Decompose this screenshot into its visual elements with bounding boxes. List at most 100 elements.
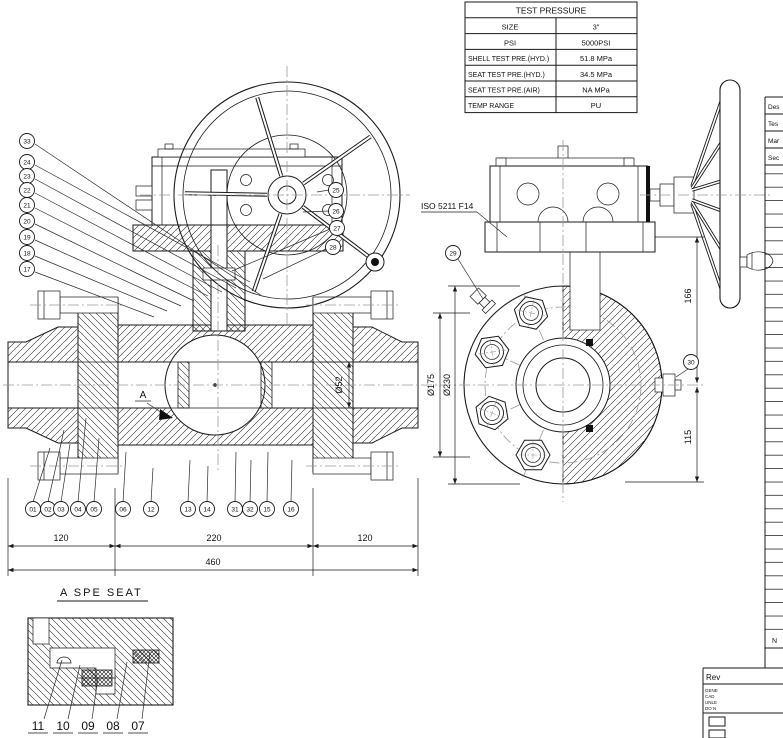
table-value: PU: [591, 101, 601, 110]
title-block-row-label: Mar: [768, 138, 780, 145]
balloon: 20: [19, 213, 35, 229]
balloon: 21: [19, 197, 35, 213]
dim-166: 166: [683, 288, 693, 303]
table-value: 5000PSI: [582, 38, 611, 47]
balloon: 27: [329, 220, 345, 236]
title-block-edge: Des Tes Mar Sec N Rev GENE CAD UNLE DO N: [702, 96, 783, 738]
table-label: PSI: [504, 38, 516, 47]
section-marker: A: [135, 390, 173, 420]
title-block-row-label: Tes: [768, 121, 779, 128]
iso-flange-callout: ISO 5211 F14: [421, 201, 508, 238]
seat-o-ring: [56, 656, 72, 664]
front-view: A: [7, 81, 419, 481]
grease-fitting: [469, 287, 496, 314]
balloon: 12: [143, 501, 159, 517]
balloon: 16: [283, 501, 299, 517]
iso-flange-label: ISO 5211 F14: [421, 201, 474, 211]
balloon-number: 19: [23, 235, 31, 242]
balloon: 32: [242, 501, 258, 517]
balloon-number: 22: [23, 188, 31, 195]
balloon: 23: [19, 168, 35, 184]
balloon: 04: [70, 501, 86, 517]
detail-title: A SPE SEAT: [60, 587, 143, 599]
balloon-number: 28: [329, 245, 337, 252]
balloon-number: 02: [44, 507, 52, 514]
title-block-row-label: Des: [768, 104, 780, 111]
actuator-side: [484, 145, 656, 253]
symbol-box: [708, 729, 726, 738]
detail-callouts: 11 10 09 08 07: [28, 651, 151, 734]
balloon: 28: [325, 239, 341, 255]
table-label: SHELL TEST PRE.(HYD.): [468, 56, 549, 63]
mounting-plate: [132, 224, 344, 252]
fine-print: DO N: [705, 706, 716, 711]
balloon: 17: [19, 261, 35, 277]
balloon-number: 26: [332, 209, 340, 216]
balloon: 13: [180, 501, 196, 517]
balloon: 29: [445, 245, 461, 261]
balloon: 05: [86, 501, 102, 517]
dim-120-left: 120: [53, 533, 68, 543]
dimensions-diameter: Ø52 Ø175 Ø230: [320, 285, 520, 485]
table-value: 51.8 MPa: [580, 54, 613, 63]
table-label: TEMP RANGE: [468, 103, 514, 110]
balloon-number: 23: [23, 174, 31, 181]
symbol-box: [708, 716, 726, 727]
balloon-number: 03: [57, 507, 65, 514]
title-block-row-label: Sec: [768, 155, 780, 162]
balloon-number: 17: [23, 267, 31, 274]
test-pressure-table: TEST PRESSURE SIZE 3" PSI 5000PSI SHELL …: [464, 1, 638, 114]
balloon: 30: [683, 354, 699, 370]
rev-label: Rev: [706, 673, 720, 682]
balloon: 02: [40, 501, 56, 517]
balloon-number: 21: [23, 203, 31, 210]
detail-item-number: 09: [81, 719, 95, 733]
balloons-bottom: 01 02 03 04 05 06 12 13 14 31 32 15 16: [25, 417, 299, 517]
dimensions-bottom: 120 220 120 460: [7, 478, 419, 576]
dim-dia230: Ø230: [442, 374, 452, 396]
table-value: NA MPa: [582, 86, 610, 95]
balloon: 26: [328, 203, 344, 219]
section-label: A: [140, 390, 147, 401]
dim-220: 220: [206, 533, 221, 543]
table-value: 3": [593, 23, 600, 32]
dim-460: 460: [205, 557, 220, 567]
balloon: 18: [19, 245, 35, 261]
balloon: 19: [19, 229, 35, 245]
balloon-number: 16: [287, 507, 295, 514]
side-spokes: [690, 95, 726, 295]
balloon-number: 18: [23, 251, 31, 258]
balloon: 06: [115, 501, 131, 517]
detail-item-number: 11: [32, 719, 45, 733]
balloon: 01: [25, 501, 41, 517]
stem: [210, 169, 228, 332]
table-label: SEAT TEST PRE.(AIR): [468, 88, 540, 95]
fine-print: UNLE: [705, 700, 717, 705]
balloon: 14: [199, 501, 215, 517]
balloon-number: 30: [687, 360, 695, 367]
detail-item-number: 07: [131, 719, 145, 733]
balloon: 15: [259, 501, 275, 517]
balloon: 03: [53, 501, 69, 517]
balloon-number: 32: [246, 507, 254, 514]
balloon-number: 20: [23, 219, 31, 226]
balloon-number: 33: [23, 139, 31, 146]
balloon: 22: [19, 182, 35, 198]
balloon: 31: [227, 501, 243, 517]
balloon-number: 29: [449, 251, 457, 258]
centerlines: [3, 66, 772, 502]
balloon-number: 06: [119, 507, 127, 514]
balloon: 24: [19, 154, 35, 170]
balloon-number: 04: [74, 507, 82, 514]
spokes: [184, 96, 372, 293]
balloons-side-view: 29 30: [445, 245, 699, 378]
dim-120-right: 120: [357, 533, 372, 543]
balloon-number: 15: [263, 507, 271, 514]
handwheel-side: [649, 79, 774, 309]
seat-insert: [132, 649, 160, 664]
stud-bolt: [312, 451, 394, 481]
stem-section: [569, 251, 601, 331]
balloon-number: 12: [147, 507, 155, 514]
balloon-number: 25: [332, 188, 340, 195]
title-block-n-label: N: [772, 638, 777, 645]
